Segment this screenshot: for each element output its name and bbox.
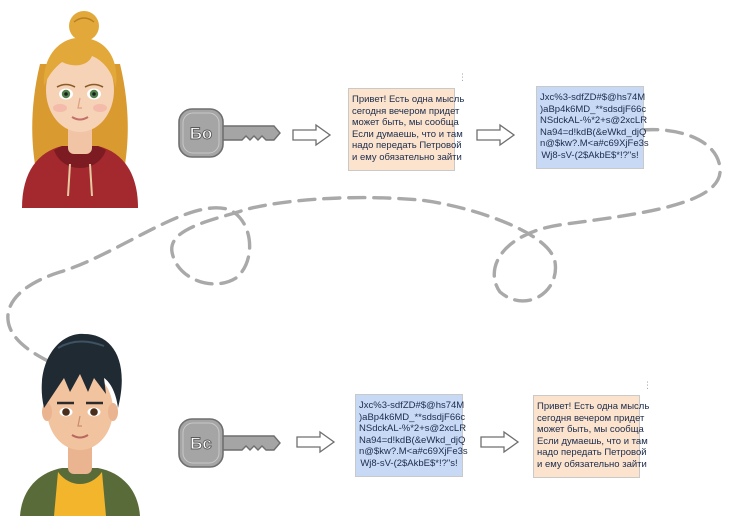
text-line: сегодня вечером придет [537,412,645,424]
text-line: может быть, мы сообща [352,117,459,129]
text-line: )aBp4k6MD_**sdsdjF66c [359,411,466,423]
receiver-plaintext-box: Привет! Есть одна мысль сегодня вечером … [533,395,650,478]
text-line: NSdckAL-%*2+s@2xcLR [540,115,648,127]
key-shaft [219,125,281,141]
receiver-key-icon: Бс [178,418,281,468]
arrow-right-icon [296,430,336,454]
text-line: Привет! Есть одна мысль [352,94,465,105]
text-line: n@$kw?.M<a#c69XjFe3s [540,138,649,150]
sender-plaintext-box: Привет! Есть одна мысль сегодня вечером … [348,88,465,171]
text-line: Jxc%3-sdfZD#$@hs74M [359,400,465,411]
text-line: )aBp4k6MD_**sdsdjF66c [540,103,647,115]
receiver-ciphertext-box: Jxc%3-sdfZD#$@hs74M )aBp4k6MD_**sdsdjF66… [355,394,468,477]
girl-hoodie [22,146,138,208]
girl-bangs [43,37,117,88]
text-line: надо передать Петровой [537,447,647,459]
key-shaft [219,435,281,451]
text-line: n@$kw?.M<a#c69XjFe3s [359,446,468,458]
sender-key-icon: Бо [178,108,281,158]
text-line: Na94=d!kdB(&eWkd_djQ [359,434,466,446]
text-line: Wj8-sV-(2$AkbE$*!?"s! [360,457,458,469]
arrow-right-icon [480,430,520,454]
boy-tshirt [54,472,106,516]
arrow-right-icon [476,123,516,147]
text-line: и ему обязательно зайти [352,151,462,163]
text-line: может быть, мы сообща [537,424,644,436]
text-line: Если думаешь, что и там [352,128,463,140]
sender-key-label: Бо [190,124,213,143]
text-line: надо передать Петровой [352,140,462,152]
text-line: Если думаешь, что и там [537,435,648,447]
transfer-path-line [6,127,722,372]
arrow-right-icon [292,123,332,147]
more-icon: ⋮ [458,73,467,83]
boy-hair [41,333,122,408]
text-line: сегодня вечером придет [352,105,460,117]
text-line: Wj8-sV-(2$AkbE$*!?"s! [541,149,639,161]
more-icon: ⋮ [643,381,652,391]
text-line: Привет! Есть одна мысль [537,401,650,412]
sender-ciphertext-box: Jxc%3-sdfZD#$@hs74M )aBp4k6MD_**sdsdjF66… [536,86,649,169]
text-line: NSdckAL-%*2+s@2xcLR [359,423,467,435]
girl-hood-lining [54,146,106,168]
girl-avatar-icon [22,11,138,208]
text-line: Na94=d!kdB(&eWkd_djQ [540,126,647,138]
boy-avatar-icon [20,333,140,516]
text-line: и ему обязательно зайти [537,458,647,470]
text-line: Jxc%3-sdfZD#$@hs74M [540,92,646,103]
receiver-key-label: Бс [190,434,212,453]
